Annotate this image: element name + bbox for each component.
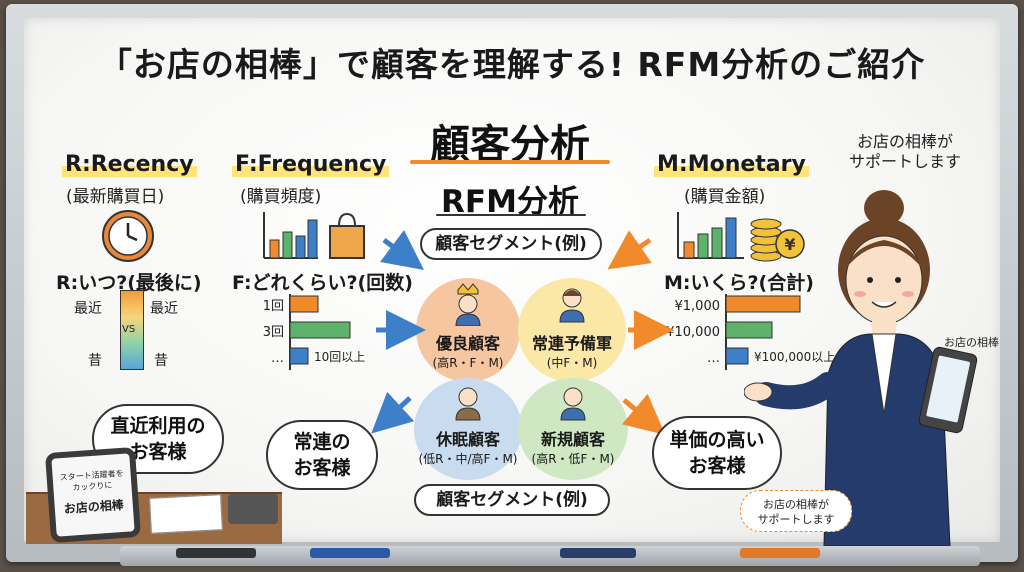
segment-label-top: 顧客セグメント(例) xyxy=(420,228,602,260)
segment-name: 新規顧客 xyxy=(540,430,605,449)
monetary-question: M:いくら?(合計) xyxy=(664,272,814,294)
svg-text:¥: ¥ xyxy=(784,235,795,254)
tablet-device: スタート活躍者を カックりに お店の相棒 xyxy=(44,446,142,544)
monetary-bar-chart: ¥1,000 ¥10,000 … ¥100,000以上 xyxy=(666,294,835,370)
coins-icon: ¥ xyxy=(750,218,805,262)
segment-regular-candidate: 常連予備軍 (中F・M) xyxy=(518,278,626,382)
recency-top-right: 最近 xyxy=(150,301,178,317)
recency-vs: VS xyxy=(122,324,136,335)
segment-name: 休眠顧客 xyxy=(435,430,500,449)
bubble-regular-customers: 常連の お客様 xyxy=(266,420,378,490)
calculator-icon xyxy=(228,494,278,524)
businesswoman-illustration xyxy=(744,190,978,546)
marker-blue[interactable] xyxy=(310,548,390,558)
recency-top-left: 最近 xyxy=(74,301,102,317)
monetary-sub: (購買金額) xyxy=(684,187,766,207)
page-title: 「お店の相棒」で顧客を理解する! RFM分析のご紹介 xyxy=(98,45,926,84)
frequency-bar-label: … xyxy=(271,351,284,366)
frequency-bar xyxy=(289,295,319,313)
phone-label: お店の相棒 xyxy=(944,336,999,349)
arrow-orange xyxy=(607,230,652,270)
segment-label-bottom: 顧客セグメント(例) xyxy=(414,484,610,516)
paper-notes xyxy=(149,494,223,534)
clock-icon xyxy=(102,210,154,262)
arrow-blue xyxy=(371,391,415,434)
monetary-bar-label: ¥1,000 xyxy=(675,299,721,314)
recency-gradient-bar xyxy=(120,290,144,370)
marker-orange[interactable] xyxy=(740,548,820,558)
segment-desc: (中F・M) xyxy=(546,356,598,370)
segment-new: 新規顧客 (高R・低F・M) xyxy=(518,378,628,480)
monetary-bar xyxy=(725,295,801,313)
bar-chart-icon xyxy=(677,212,744,259)
segment-name: 常連予備軍 xyxy=(531,334,612,353)
frequency-bar-label: 3回 xyxy=(263,325,284,340)
sleeping-person-icon xyxy=(455,387,481,421)
arrow-orange xyxy=(621,393,666,435)
frequency-bar-note: 10回以上 xyxy=(314,350,365,364)
monetary-bar-note: ¥100,000以上 xyxy=(754,350,835,364)
segment-name: 優良顧客 xyxy=(435,334,500,353)
person-with-crown-icon xyxy=(455,283,481,327)
recency-heading: R:Recency xyxy=(62,152,197,177)
frequency-bar xyxy=(289,321,351,339)
bottom-support-note: お店の相棒が サポートします xyxy=(740,490,852,532)
frequency-sub: (購買頻度) xyxy=(240,187,322,207)
frequency-bar xyxy=(289,347,309,365)
bubble-high-value-customers: 単価の高い お客様 xyxy=(652,416,782,490)
segment-desc: (高R・低F・M) xyxy=(531,452,615,466)
monetary-bar xyxy=(725,321,773,339)
segment-loyal: 優良顧客 (高R・F・M) xyxy=(416,278,520,382)
center-subtitle-underline xyxy=(436,214,586,216)
monetary-bar xyxy=(725,347,749,365)
frequency-bar-label: 1回 xyxy=(263,299,284,314)
monetary-bar-label: … xyxy=(707,351,720,366)
tablet-screen: スタート活躍者を カックりに お店の相棒 xyxy=(51,453,135,537)
segment-dormant: 休眠顧客 (低R・中/高F・M) xyxy=(414,378,522,480)
monetary-bar-label: ¥10,000 xyxy=(666,325,720,340)
segment-desc: (低R・中/高F・M) xyxy=(418,452,518,466)
recency-question: R:いつ?(最後に) xyxy=(56,272,202,294)
segment-desc: (高R・F・M) xyxy=(432,356,504,370)
recency-bottom-left: 昔 xyxy=(88,353,102,369)
tablet-line3: お店の相棒 xyxy=(63,497,125,517)
center-title-underline xyxy=(410,160,610,164)
frequency-heading: F:Frequency xyxy=(232,152,390,177)
shopping-bag-icon xyxy=(329,212,365,259)
frequency-question: F:どれくらい?(回数) xyxy=(232,272,413,294)
character-speech: お店の相棒が サポートします xyxy=(848,132,961,171)
bar-chart-icon xyxy=(263,212,318,259)
marker-black[interactable] xyxy=(176,548,256,558)
recency-sub: (最新購買日) xyxy=(66,187,165,207)
frequency-bar-chart: 1回 3回 … 10回以上 xyxy=(263,294,365,370)
person-with-leaf-icon xyxy=(560,387,586,421)
monetary-heading: M:Monetary xyxy=(654,152,809,177)
recency-bottom-right: 昔 xyxy=(154,353,168,369)
eraser[interactable] xyxy=(560,548,636,558)
arrow-blue xyxy=(380,230,424,270)
person-with-star-icon xyxy=(559,288,585,323)
